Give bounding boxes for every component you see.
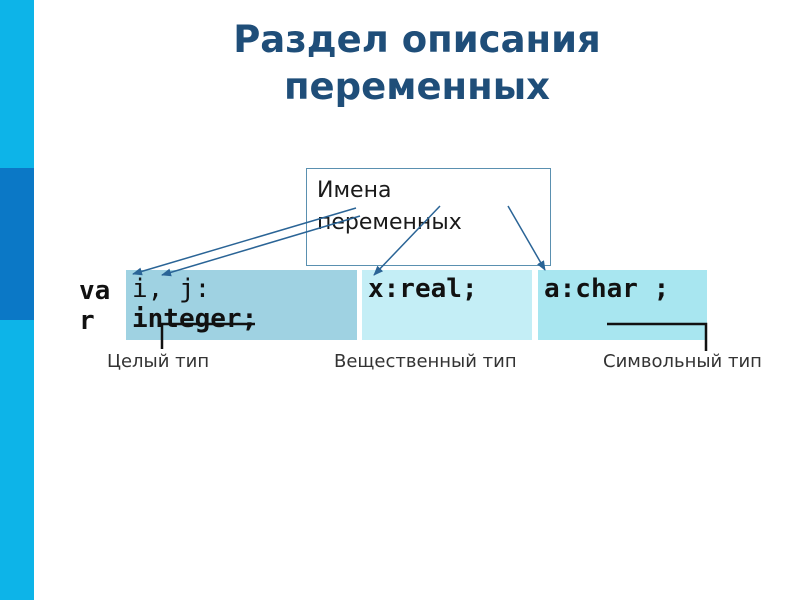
var-keyword-line-2: r [79, 306, 95, 336]
callout-line-2: переменных [317, 210, 462, 235]
integer-declaration-block: i, j: integer; [126, 270, 357, 340]
real-declaration-block: x:real; [362, 270, 532, 340]
integer-declaration-line-1: i, j: [132, 274, 211, 304]
integer-declaration-line-2: integer; [132, 304, 258, 334]
slide-title-line-1: Раздел описания [233, 18, 601, 61]
callout-line-1: Имена [317, 178, 392, 203]
char-declaration-block: a:char ; [538, 270, 707, 340]
slide-title-line-2: переменных [283, 65, 551, 108]
real-type-label: Вещественный тип [334, 351, 517, 372]
char-declaration-code: a:char ; [544, 274, 670, 304]
slide-title: Раздел описания переменных [34, 16, 800, 110]
char-type-label: Символьный тип [603, 351, 762, 372]
variable-names-callout: Имена переменных [306, 168, 551, 266]
real-declaration-code: x:real; [368, 274, 478, 304]
slide-side-bar-accent [0, 168, 34, 320]
integer-type-label: Целый тип [107, 351, 210, 372]
var-keyword: va r [79, 276, 110, 336]
var-keyword-line-1: va [79, 276, 111, 306]
